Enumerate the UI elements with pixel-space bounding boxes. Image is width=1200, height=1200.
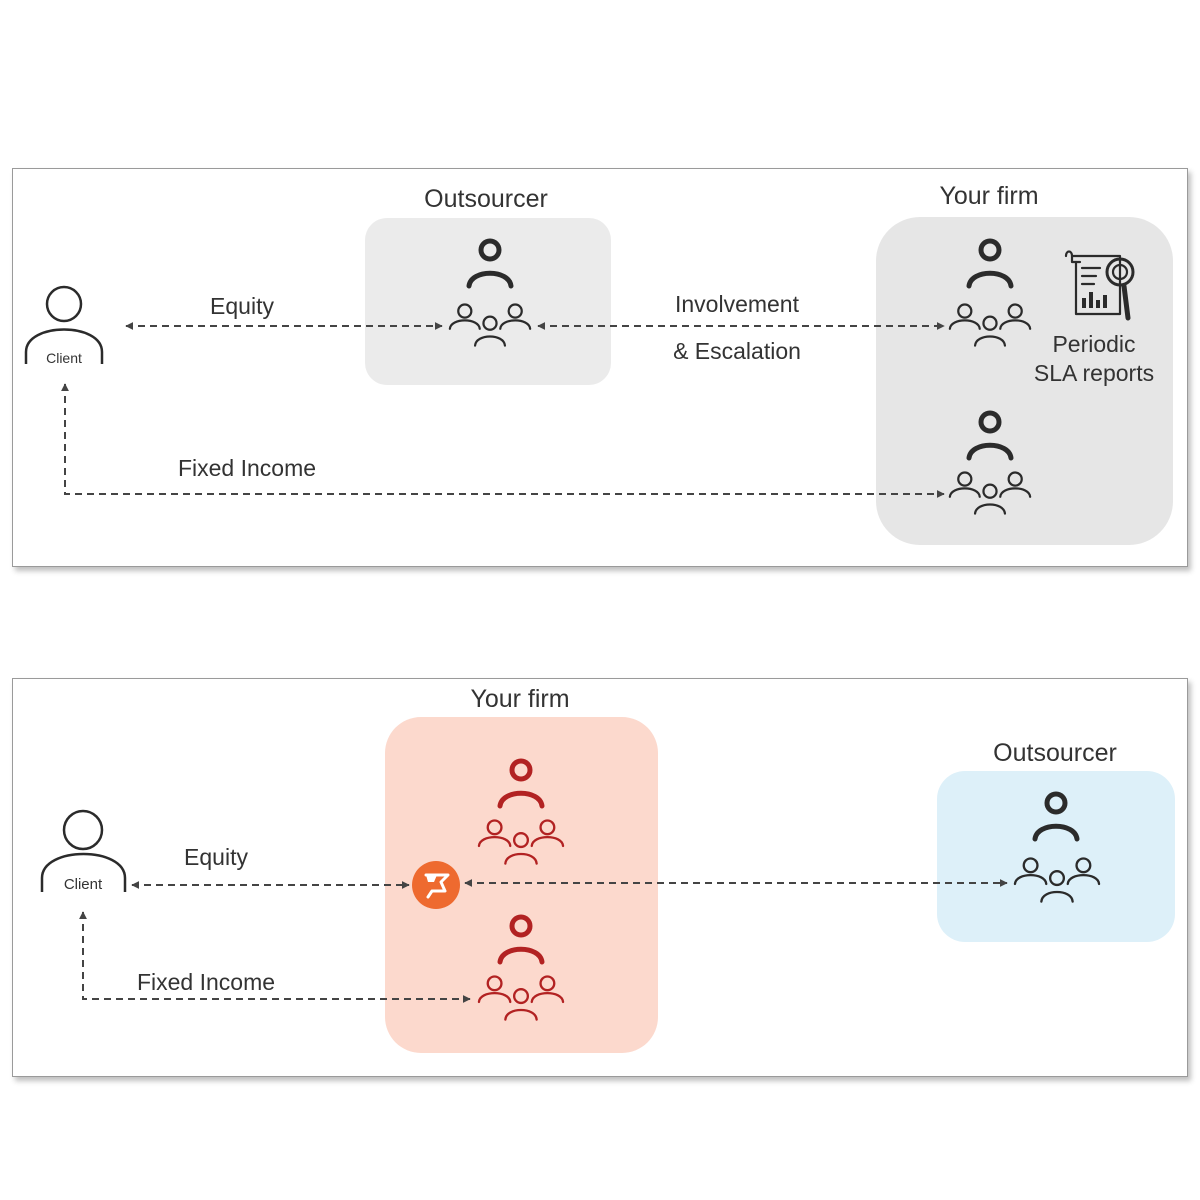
sla-label-line2: SLA reports (1034, 360, 1154, 386)
flag-badge-icon (412, 861, 460, 909)
involvement-label-line1: Involvement (675, 291, 800, 317)
top-outsourcer-title: Outsourcer (424, 185, 548, 213)
bottom-equity-label: Equity (184, 844, 248, 870)
top-client-icon (24, 285, 104, 364)
top-fixed-income-arrow (61, 383, 945, 498)
bottom-fixed-income-label: Fixed Income (137, 969, 275, 995)
bottom-client-icon (40, 809, 127, 892)
top-client-label: Client (46, 350, 82, 366)
bottom-client-label: Client (64, 876, 103, 893)
top-diagram: Outsourcer Your firm Client (24, 182, 1173, 545)
involvement-label-line2: & Escalation (673, 338, 801, 364)
top-firm-box (876, 217, 1173, 545)
bottom-outsourcer-box (937, 771, 1175, 942)
bottom-fixed-income-arrow (79, 911, 471, 1003)
top-firm-title: Your firm (939, 182, 1038, 210)
bottom-firm-title: Your firm (470, 685, 569, 713)
top-fixed-income-label: Fixed Income (178, 455, 316, 481)
sla-report-icon (1064, 250, 1135, 321)
top-equity-label: Equity (210, 293, 274, 319)
sla-label-line1: Periodic (1052, 331, 1135, 357)
bottom-diagram: Your firm Outsourcer Client Equity Fixed… (40, 685, 1175, 1053)
bottom-outsourcer-title: Outsourcer (993, 739, 1117, 767)
top-outsourcer-box (365, 218, 611, 385)
